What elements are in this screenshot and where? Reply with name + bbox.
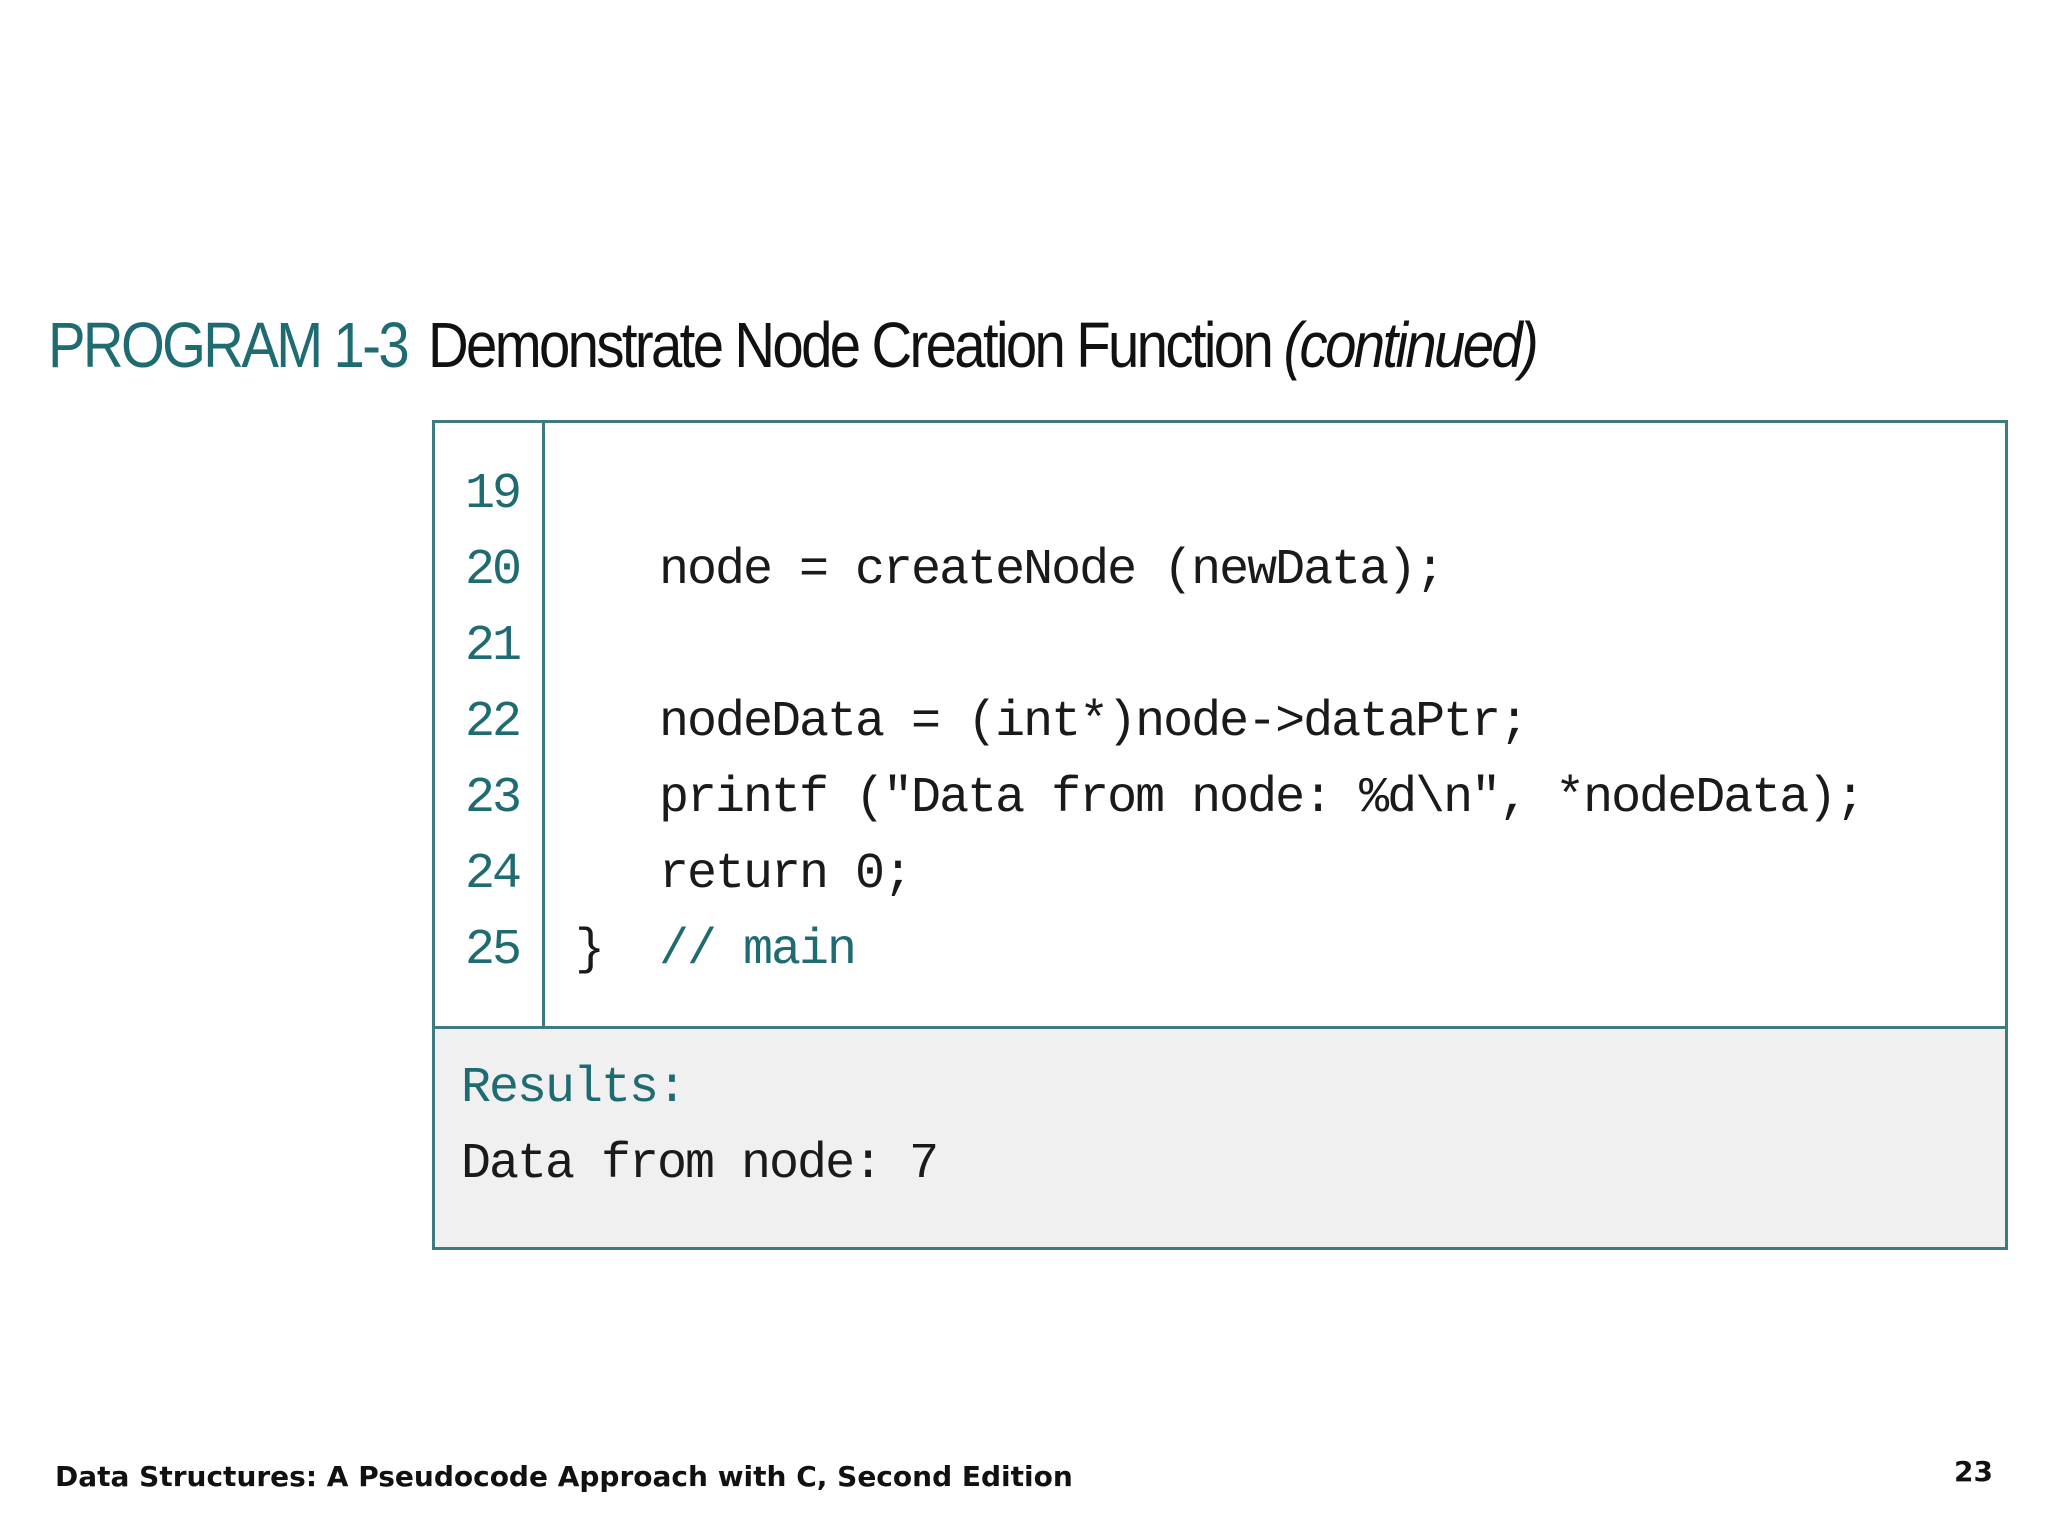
code-line: node = createNode (newData); [575, 533, 1445, 609]
line-number: 24 [465, 846, 522, 903]
code-area: 19 20 21 22 23 24 25 node = createNode (… [435, 423, 2005, 1029]
line-number: 23 [465, 770, 522, 827]
code-indent [575, 694, 659, 751]
code-indent [575, 542, 659, 599]
program-title: Demonstrate Node Creation Function(conti… [428, 308, 1539, 382]
code-line: nodeData = (int*)node->dataPtr; [575, 685, 1529, 761]
code-line: } // main [575, 913, 857, 989]
continued-note: (continued) [1283, 309, 1538, 381]
line-number-gutter [435, 423, 545, 1026]
code-text: return 0; [659, 846, 913, 903]
results-panel: Results: Data from node: 7 [435, 1029, 2005, 1247]
code-comment: // main [659, 922, 857, 979]
code-line: printf ("Data from node: %d\n", *nodeDat… [575, 761, 1865, 837]
results-label: Results: [461, 1060, 687, 1117]
code-listing: 19 20 21 22 23 24 25 node = createNode (… [432, 420, 2008, 1250]
line-number: 19 [465, 466, 522, 523]
line-number: 21 [465, 618, 522, 675]
program-heading: PROGRAM 1-3 Demonstrate Node Creation Fu… [48, 300, 1687, 390]
code-text: printf ("Data from node: %d\n", *nodeDat… [659, 770, 1865, 827]
code-text: } [575, 922, 660, 979]
program-label: PROGRAM 1-3 [48, 309, 410, 381]
line-number: 22 [465, 694, 522, 751]
line-number: 25 [465, 922, 522, 979]
code-indent [575, 770, 659, 827]
results-output: Data from node: 7 [461, 1136, 939, 1193]
code-text: nodeData = (int*)node->dataPtr; [659, 694, 1529, 751]
code-indent [575, 846, 659, 903]
book-title: Data Structures: A Pseudocode Approach w… [55, 1460, 1073, 1493]
program-title-text: Demonstrate Node Creation Function [428, 309, 1274, 381]
line-number: 20 [465, 542, 522, 599]
code-line: return 0; [575, 837, 913, 913]
page-number: 23 [1954, 1455, 1993, 1488]
code-text: node = createNode (newData); [659, 542, 1445, 599]
